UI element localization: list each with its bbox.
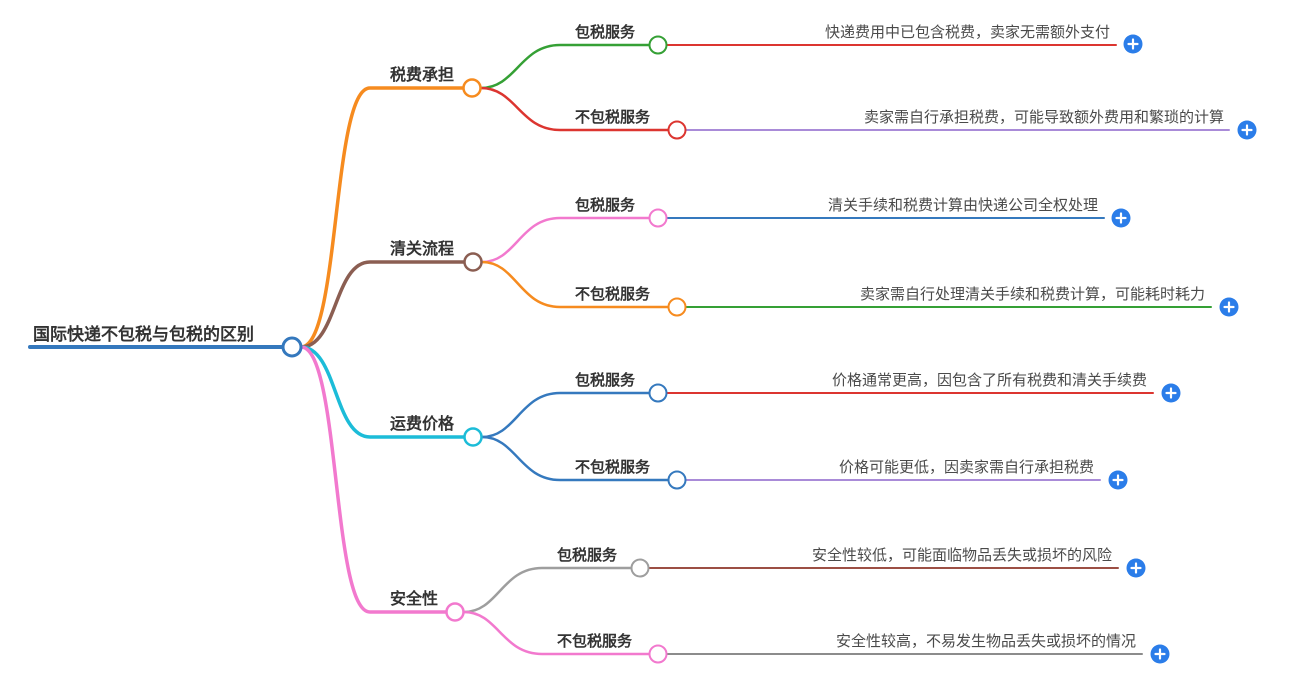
add-node-button-3-1[interactable] [1150,644,1170,664]
subnode-circle-1-0[interactable] [648,208,668,228]
leaf-text-0-1[interactable]: 卖家需自行承担税费，可能导致额外费用和繁琐的计算 [863,109,1224,126]
subnode-circle-0-1[interactable] [667,120,687,140]
branch-label-2[interactable]: 运费价格 [390,416,455,433]
plus-icon [1130,562,1142,574]
leaf-text-1-0[interactable]: 清关手续和税费计算由快递公司全权处理 [827,197,1098,214]
subnode-circle-2-1[interactable] [667,470,687,490]
plus-icon [1154,648,1166,660]
plus-icon [1127,38,1139,50]
add-node-button-3-0[interactable] [1126,558,1146,578]
subnode-label-3-1[interactable]: 不包税服务 [557,633,633,650]
subnode-circle-0-0[interactable] [648,35,668,55]
leaf-text-2-0[interactable]: 价格通常更高，因包含了所有税费和清关手续费 [831,372,1147,389]
leaf-text-0-0[interactable]: 快递费用中已包含税费，卖家无需额外支付 [824,24,1110,41]
branch-node-circle-1[interactable] [463,252,483,272]
branch-label-3[interactable]: 安全性 [390,591,439,608]
leaf-text-2-1[interactable]: 价格可能更低，因卖家需自行承担税费 [838,459,1094,476]
add-node-button-1-1[interactable] [1219,297,1239,317]
subnode-circle-3-1[interactable] [648,644,668,664]
subnode-label-3-0[interactable]: 包税服务 [557,547,618,564]
subnode-circle-1-1[interactable] [667,297,687,317]
plus-icon [1112,474,1124,486]
subnode-label-2-0[interactable]: 包税服务 [575,372,636,389]
subnode-line-3-1 [462,610,651,656]
plus-icon [1241,124,1253,136]
subnode-label-1-0[interactable]: 包税服务 [575,197,636,214]
branch-line-3 [299,345,448,614]
subnode-label-1-1[interactable]: 不包税服务 [575,286,651,303]
branch-node-circle-0[interactable] [462,78,482,98]
leaf-text-3-0[interactable]: 安全性较低，可能面临物品丢失或损坏的风险 [811,547,1112,564]
branch-line-0 [299,86,465,349]
branch-label-0[interactable]: 税费承担 [390,67,455,84]
add-node-button-0-1[interactable] [1237,120,1257,140]
add-node-button-2-0[interactable] [1161,383,1181,403]
subnode-label-2-1[interactable]: 不包税服务 [575,459,651,476]
subnode-line-2-0 [480,391,651,439]
add-node-button-2-1[interactable] [1108,470,1128,490]
subnode-line-0-0 [479,43,651,90]
subnode-circle-3-0[interactable] [630,558,650,578]
branch-line-2 [299,345,466,439]
leaf-text-1-1[interactable]: 卖家需自行处理清关手续和税费计算，可能耗时耗力 [859,286,1205,303]
leaf-text-3-1[interactable]: 安全性较高，不易发生物品丢失或损坏的情况 [835,633,1136,650]
subnode-label-0-0[interactable]: 包税服务 [575,24,636,41]
plus-icon [1115,212,1127,224]
branch-line-1 [299,260,466,349]
branch-node-circle-2[interactable] [463,427,483,447]
subnode-circle-2-0[interactable] [648,383,668,403]
subnode-line-1-0 [480,216,651,264]
branch-label-1[interactable]: 清关流程 [390,241,455,258]
plus-icon [1165,387,1177,399]
subnode-line-3-0 [462,566,633,614]
root-node-circle[interactable] [281,336,303,358]
add-node-button-1-0[interactable] [1111,208,1131,228]
subnode-line-1-1 [480,260,670,309]
branch-node-circle-3[interactable] [445,602,465,622]
subnode-line-0-1 [479,86,670,132]
add-node-button-0-0[interactable] [1123,34,1143,54]
root-node-label[interactable]: 国际快递不包税与包税的区别 [33,325,254,344]
subnode-label-0-1[interactable]: 不包税服务 [575,109,651,126]
plus-icon [1223,301,1235,313]
subnode-line-2-1 [480,435,670,482]
